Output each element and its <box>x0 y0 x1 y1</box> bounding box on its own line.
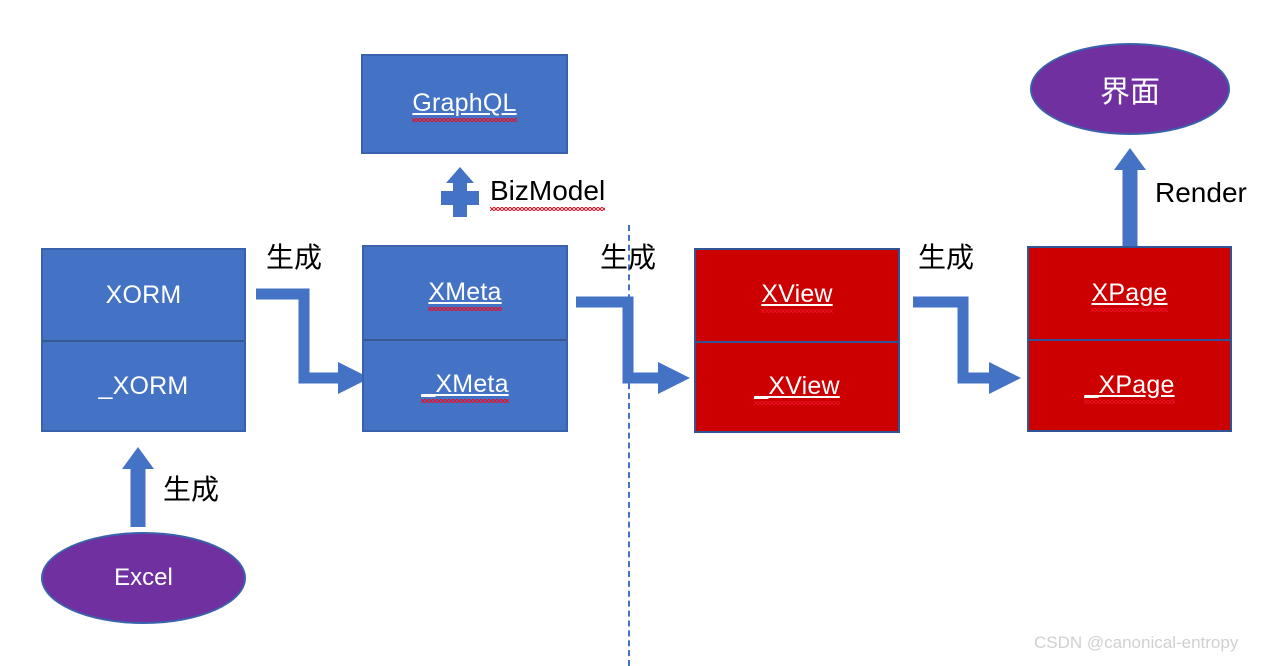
node-xpage-bottom-cell: _XPage <box>1029 339 1230 430</box>
node-xmeta-bottom-label: _XMeta <box>421 370 510 404</box>
edge-xview-to-xpage-label: 生成 <box>918 242 975 273</box>
node-xview-top-label: XView <box>761 280 834 314</box>
node-excel-label: Excel <box>114 564 173 591</box>
arrow-shaft <box>1122 168 1138 246</box>
node-xview-top-cell: XView <box>696 250 898 341</box>
node-xorm-top-cell: XORM <box>43 250 244 340</box>
node-xpage[interactable]: XPage _XPage <box>1027 246 1232 432</box>
arrow-head-up-icon <box>122 447 154 469</box>
edge-xmeta-to-xview-label: 生成 <box>600 242 657 273</box>
edge-xview-to-xpage-connector <box>913 296 1021 394</box>
backend-frontend-divider <box>628 225 630 666</box>
node-xmeta-top-label: XMeta <box>428 277 502 311</box>
edge-xmeta-to-graphql-label: BizModel <box>490 175 606 211</box>
node-xmeta[interactable]: XMeta _XMeta <box>362 245 568 432</box>
node-xpage-bottom-label: _XPage <box>1084 370 1175 404</box>
node-xpage-top-cell: XPage <box>1029 248 1230 339</box>
node-xview-bottom-label: _XView <box>754 371 840 405</box>
edge-xmeta-to-xview-connector <box>576 296 690 394</box>
node-xmeta-top-cell: XMeta <box>364 247 566 339</box>
node-graphql[interactable]: GraphQL <box>361 54 568 154</box>
edge-excel-to-xorm-label: 生成 <box>163 474 220 505</box>
node-xview-bottom-cell: _XView <box>696 340 898 432</box>
node-ui-label: 界面 <box>1100 76 1160 109</box>
node-graphql-label: GraphQL <box>412 89 517 122</box>
node-xorm-bottom-label: _XORM <box>98 371 189 400</box>
edge-xorm-to-xmeta-connector <box>256 288 370 394</box>
edge-xorm-to-xmeta-label: 生成 <box>266 242 323 273</box>
node-xorm[interactable]: XORM _XORM <box>41 248 246 432</box>
edge-xmeta-to-graphql-arrow <box>441 167 479 217</box>
edge-excel-to-xorm-arrow <box>113 447 163 527</box>
arrow-shaft <box>130 467 146 527</box>
node-xview[interactable]: XView _XView <box>694 248 900 433</box>
node-xorm-top-label: XORM <box>105 280 182 309</box>
node-graphql-label-cell: GraphQL <box>363 56 566 152</box>
edge-xpage-to-ui-label: Render <box>1155 177 1247 208</box>
up-arrow-icon <box>441 167 479 217</box>
node-xmeta-bottom-cell: _XMeta <box>364 338 566 431</box>
node-xorm-bottom-cell: _XORM <box>43 340 244 430</box>
edge-xpage-to-ui-arrow <box>1105 148 1155 246</box>
node-xpage-top-label: XPage <box>1091 278 1168 312</box>
node-ui-ellipse[interactable]: 界面 <box>1030 43 1230 135</box>
arrow-head-up-icon <box>1114 148 1146 170</box>
node-excel-ellipse[interactable]: Excel <box>41 532 246 624</box>
watermark: CSDN @canonical-entropy <box>1034 633 1239 652</box>
